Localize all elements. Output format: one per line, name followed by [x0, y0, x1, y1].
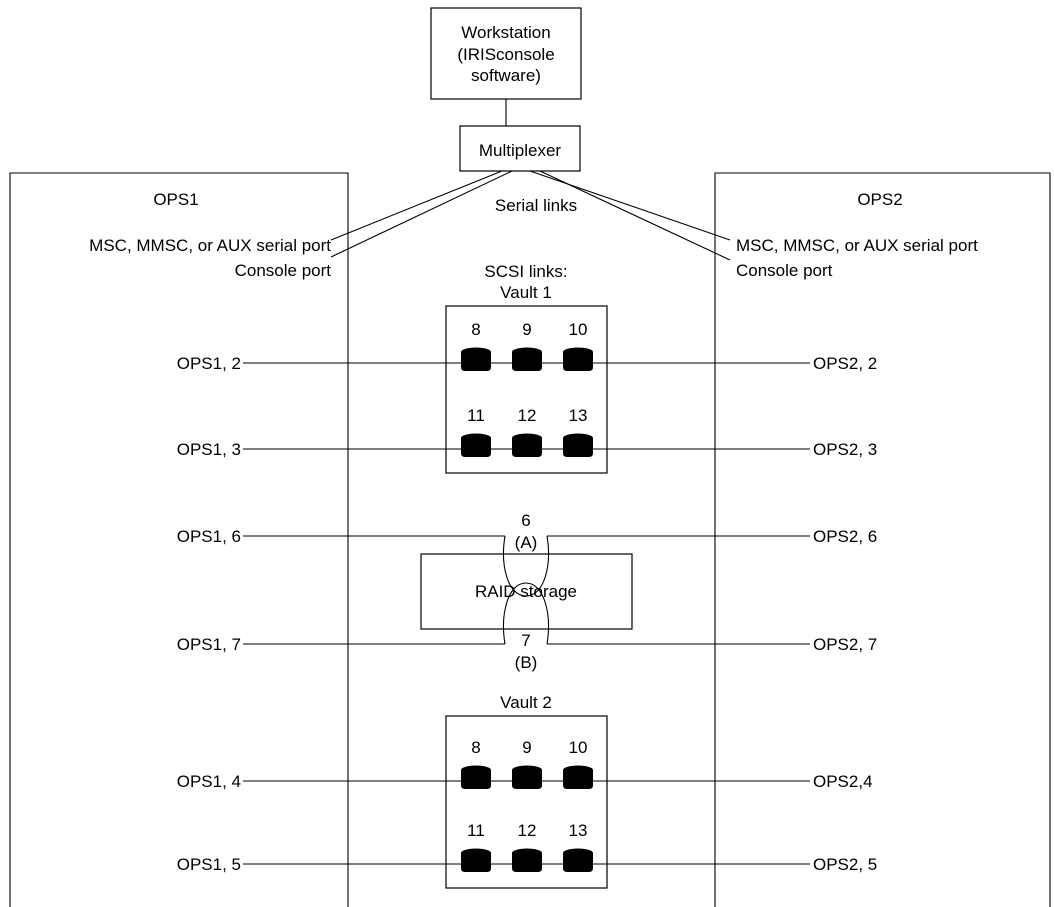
ops2-title: OPS2 — [857, 190, 902, 209]
ops1-port-label: OPS1, 5 — [177, 855, 241, 874]
multiplexer-label: Multiplexer — [479, 141, 562, 160]
serial-links-label: Serial links — [495, 196, 577, 215]
ops2-port-label: OPS2, 2 — [813, 354, 877, 373]
vault1-title: Vault 1 — [500, 283, 552, 302]
vault1-disk-8 — [461, 347, 491, 371]
vault1-disk-id: 9 — [522, 320, 531, 339]
raid-storage-label: RAID storage — [475, 582, 577, 601]
vault2-disk-id: 13 — [569, 821, 588, 840]
raid-storage-box — [420, 553, 633, 630]
vault1-disk-id: 13 — [569, 406, 588, 425]
vault2-disk-10 — [563, 765, 593, 789]
workstation-label-line2: (IRISconsole — [457, 45, 554, 64]
vault2-disk-11 — [461, 848, 491, 872]
raid-channel-b-id: 7 — [521, 631, 530, 650]
ops1-port-label: OPS1, 7 — [177, 635, 241, 654]
workstation-box: Workstation (IRISconsole software) — [430, 7, 582, 100]
ops1-port-label: OPS1, 2 — [177, 354, 241, 373]
ops1-box: OPS1 — [9, 172, 349, 907]
vault1-disk-id: 8 — [471, 320, 480, 339]
scsi-links-label: SCSI links: — [484, 262, 567, 281]
workstation-label-line1: Workstation — [461, 23, 550, 42]
ops2-console-port-label: Console port — [736, 261, 833, 280]
vault1-disk-10 — [563, 347, 593, 371]
vault1-disk-id: 11 — [467, 406, 485, 425]
vault1-disk-9 — [512, 347, 542, 371]
ops1-port-label: OPS1, 4 — [177, 772, 241, 791]
vault1-disk-11 — [461, 433, 491, 457]
vault2-disk-13 — [563, 848, 593, 872]
ops2-serial-port-label: MSC, MMSC, or AUX serial port — [736, 236, 978, 255]
ops1-port-label: OPS1, 6 — [177, 527, 241, 546]
ops1-console-port-label: Console port — [235, 261, 332, 280]
vault1-disk-13 — [563, 433, 593, 457]
raid-channel-a-label: (A) — [515, 533, 538, 552]
serial-links — [330, 170, 731, 261]
raid-channel-a-loop — [503, 535, 549, 597]
vault1-disk-id: 10 — [569, 320, 588, 339]
vault2-disk-9 — [512, 765, 542, 789]
raid-channel-a-id: 6 — [521, 511, 530, 530]
ops1-title: OPS1 — [153, 190, 198, 209]
vault2-disk-id: 11 — [467, 821, 485, 840]
vault2-disk-id: 10 — [569, 738, 588, 757]
vault1-disk-id: 12 — [518, 406, 537, 425]
vault2-disk-id: 12 — [518, 821, 537, 840]
ops2-port-label: OPS2, 6 — [813, 527, 877, 546]
vault2-disk-8 — [461, 765, 491, 789]
vault2-disk-id: 9 — [522, 738, 531, 757]
multiplexer-box: Multiplexer — [459, 125, 581, 172]
ops2-port-label: OPS2,4 — [813, 772, 873, 791]
raid-channel-b-label: (B) — [515, 653, 538, 672]
vault2-disk-id: 8 — [471, 738, 480, 757]
raid-channel-b-loop — [503, 582, 549, 645]
vault2-title: Vault 2 — [500, 693, 552, 712]
vault1-disk-12 — [512, 433, 542, 457]
ops2-box: OPS2 — [714, 172, 1051, 907]
workstation-label-line3: software) — [471, 66, 541, 85]
ops2-port-label: OPS2, 3 — [813, 440, 877, 459]
ops2-port-label: OPS2, 7 — [813, 635, 877, 654]
ops1-port-label: OPS1, 3 — [177, 440, 241, 459]
ops2-port-label: OPS2, 5 — [813, 855, 877, 874]
ops1-serial-port-label: MSC, MMSC, or AUX serial port — [89, 236, 331, 255]
vault2-disk-12 — [512, 848, 542, 872]
